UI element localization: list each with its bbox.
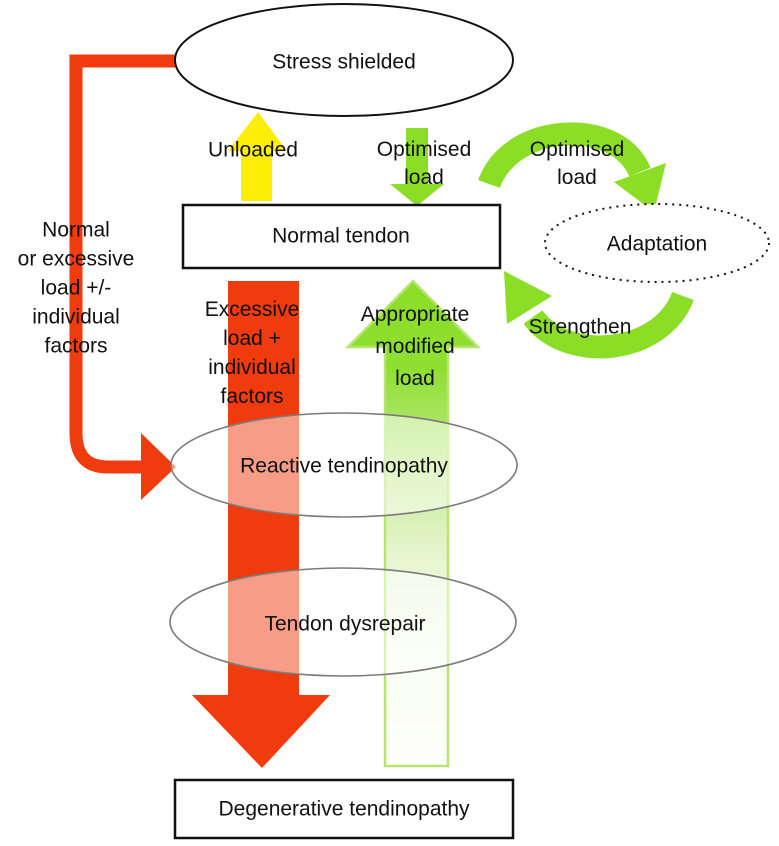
reactive-tendinopathy-ellipse [170, 412, 518, 518]
optimised-load-curved-arrowhead [614, 163, 666, 212]
optimised-load-down-label: Optimised load [377, 136, 472, 192]
label-line: Normal [42, 218, 110, 242]
excessive-load-label: Excessive load + individual factors [205, 295, 300, 411]
normal-or-excessive-load-arrow [69, 54, 176, 474]
stress-shielded-ellipse [174, 3, 514, 117]
normal-tendon-box [181, 203, 502, 270]
degenerative-tendinopathy-label: Degenerative tendinopathy [218, 797, 470, 821]
optimised-load-curve-label: Optimised load [530, 136, 625, 192]
adaptation-ellipse [544, 203, 770, 283]
label-line: load [404, 166, 444, 189]
label-line: load +/- [40, 276, 112, 300]
reactive-tendinopathy-label: Reactive tendinopathy [240, 454, 448, 478]
label-line: load [557, 166, 597, 189]
optimised-load-curved-arrow [478, 122, 651, 189]
unloaded-arrow [228, 112, 287, 201]
label-line: load [395, 367, 435, 390]
label-line: modified [375, 335, 455, 358]
label-line: or excessive [17, 247, 135, 271]
optimised-load-down-arrow [390, 128, 444, 206]
label-line: Appropriate [360, 303, 470, 326]
label-line: Excessive [204, 298, 300, 321]
label-line: factors [220, 385, 284, 408]
tendon-dysrepair-ellipse [169, 567, 517, 677]
appropriate-modified-load-label: Appropriate modified load [361, 299, 470, 395]
strengthen-label: Strengthen [528, 315, 632, 339]
normal-or-excessive-load-arrowhead [141, 433, 176, 500]
unloaded-label: Unloaded [208, 138, 298, 162]
label-line: Optimised [529, 138, 625, 161]
normal-or-excessive-load-label: Normal or excessive load +/- individual … [18, 216, 135, 361]
label-line: factors [44, 334, 108, 358]
degenerative-tendinopathy-box [173, 778, 515, 840]
label-line: individual [32, 305, 120, 329]
strengthen-curved-arrowhead [504, 271, 552, 324]
stress-shielded-label: Stress shielded [272, 50, 416, 74]
label-line: load + [223, 327, 281, 350]
label-line: individual [208, 356, 296, 379]
label-line: Optimised [376, 138, 472, 161]
tendon-dysrepair-label: Tendon dysrepair [264, 612, 426, 636]
strengthen-curved-arrow [523, 291, 694, 359]
normal-tendon-label: Normal tendon [272, 224, 410, 248]
adaptation-label: Adaptation [606, 232, 708, 256]
